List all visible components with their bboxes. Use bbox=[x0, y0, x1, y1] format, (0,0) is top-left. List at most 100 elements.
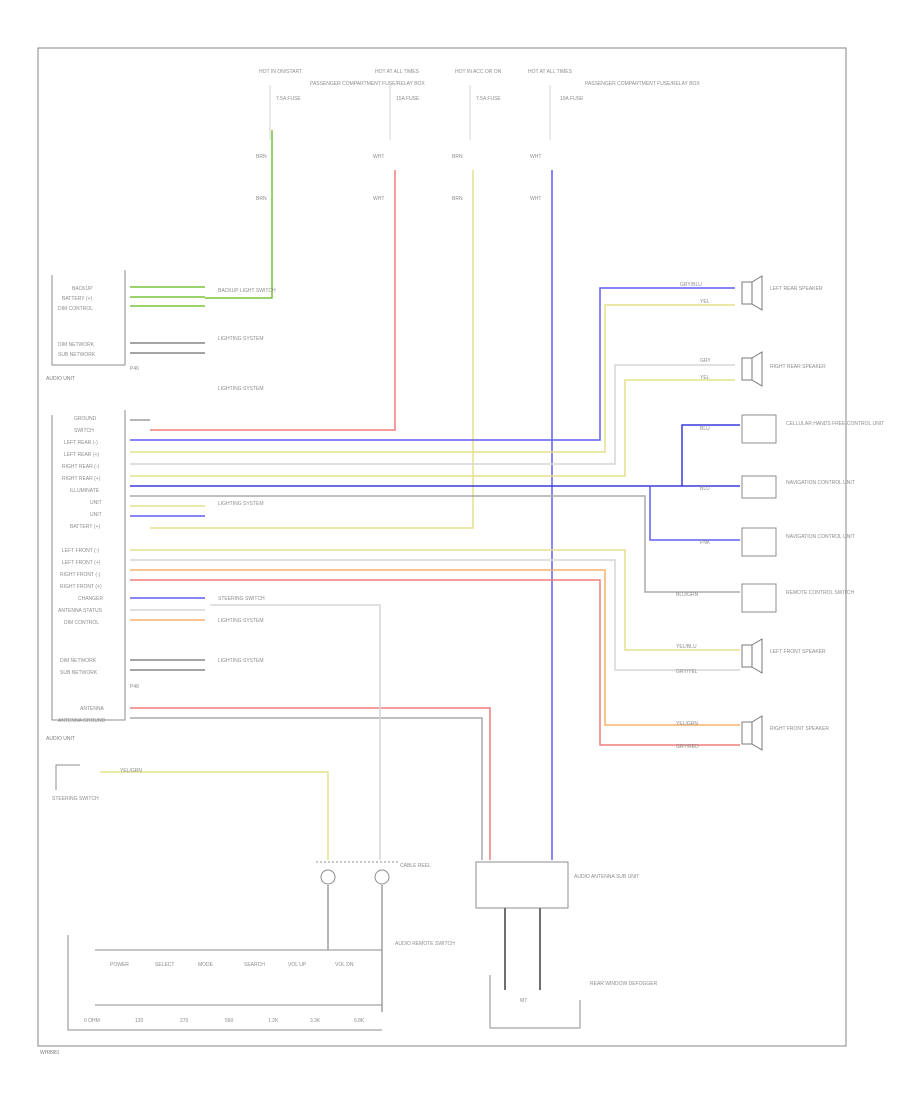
steering-label: STEERING SWITCH bbox=[52, 796, 99, 802]
fuse-1-fuse: 7.5A FUSE bbox=[276, 96, 301, 102]
upper-pin-3: DIM CONTROL bbox=[58, 306, 93, 312]
fuse-1-top: HOT IN ON/START bbox=[259, 69, 302, 75]
fuse-2-wire-a: WHT bbox=[373, 154, 384, 160]
upper-pin-5: SUB NETWORK bbox=[58, 352, 96, 358]
wire-red-battery bbox=[150, 170, 396, 431]
res-6: 3.3K bbox=[310, 1018, 321, 1024]
speaker-1-wire-b: YEL bbox=[700, 299, 710, 305]
fuse-4-wire-a: WHT bbox=[530, 154, 541, 160]
fuse-3-wire-b: BRN bbox=[452, 196, 463, 202]
audio-unit-upper: AUDIO UNIT BACKUP BATTERY (+) DIM CONTRO… bbox=[46, 270, 276, 382]
lower-pin-19: SUB NETWORK bbox=[60, 670, 98, 676]
fuse-3-fuse: 7.5A FUSE bbox=[476, 96, 501, 102]
remote-switch-label: AUDIO REMOTE SWITCH bbox=[395, 941, 455, 947]
res-5: 1.2K bbox=[268, 1018, 279, 1024]
res-1: 0 OHM bbox=[84, 1018, 100, 1024]
fuse-4-note: PASSENGER COMPARTMENT FUSE/RELAY BOX bbox=[585, 81, 700, 87]
lower-pin-15: CHANGER bbox=[78, 596, 103, 602]
lower-pin-7: ILLUMINATE bbox=[70, 488, 100, 494]
antenna-label: AUDIO ANTENNA SUB UNIT bbox=[574, 874, 639, 880]
audio-unit-lower-name: AUDIO UNIT bbox=[46, 736, 75, 742]
btn-3: MODE bbox=[198, 962, 214, 968]
speaker-2-label: RIGHT REAR SPEAKER bbox=[770, 364, 826, 370]
module-1-wire: BLU bbox=[700, 426, 710, 432]
fuse-4-fuse: 10A FUSE bbox=[560, 96, 584, 102]
upper-pin-2: BATTERY (+) bbox=[62, 296, 92, 302]
module-2-wire: BLU bbox=[700, 486, 710, 492]
lower-note-3: STEERING SWITCH bbox=[218, 596, 265, 602]
fuse-group-4: HOT AT ALL TIMES 10A FUSE PASSENGER COMP… bbox=[528, 69, 700, 202]
lower-pin-2: SWITCH bbox=[74, 428, 94, 434]
res-2: 120 bbox=[135, 1018, 144, 1024]
module-cellular: CELLULAR HANDS FREE CONTROL UNIT BLU bbox=[700, 414, 884, 444]
footer-code: WH8981 bbox=[40, 1050, 60, 1056]
lower-pin-18: DIM NETWORK bbox=[60, 658, 97, 664]
lower-footer: P48 bbox=[130, 684, 139, 690]
lower-pin-3: LEFT REAR (-) bbox=[64, 440, 98, 446]
audio-unit-upper-name: AUDIO UNIT bbox=[46, 376, 75, 382]
speaker-left-front: LEFT FRONT SPEAKER YEL/BLU GRY/YEL bbox=[676, 638, 826, 675]
lower-pin-8: UNIT bbox=[90, 500, 102, 506]
btn-2: SELECT bbox=[155, 962, 174, 968]
speaker-right-front: RIGHT FRONT SPEAKER YEL/GRN GRY/RED bbox=[676, 715, 829, 751]
btn-4: SEARCH bbox=[244, 962, 265, 968]
antenna-bottom-label: REAR WINDOW DEFOGGER bbox=[590, 981, 658, 987]
antenna-sub-unit: AUDIO ANTENNA SUB UNIT M7 REAR WINDOW DE… bbox=[475, 861, 658, 1029]
lower-pin-17: DIM CONTROL bbox=[64, 620, 99, 626]
btn-6: VOL DN bbox=[335, 962, 354, 968]
upper-note-2: LIGHTING SYSTEM bbox=[218, 336, 264, 342]
speaker-4-wire-b: GRY/RED bbox=[676, 744, 699, 750]
fuse-group-3: HOT IN ACC OR ON 7.5A FUSE BRN BRN bbox=[452, 69, 502, 202]
module-nav-2: NAVIGATION CONTROL UNIT PNK bbox=[700, 527, 855, 557]
lower-note-5: LIGHTING SYSTEM bbox=[218, 658, 264, 664]
btn-5: VOL UP bbox=[288, 962, 307, 968]
fuse-2-wire-b: WHT bbox=[373, 196, 384, 202]
wire-yellow-acc bbox=[150, 170, 474, 529]
speaker-3-label: LEFT FRONT SPEAKER bbox=[770, 649, 826, 655]
audio-unit-lower: AUDIO UNIT GROUND SWITCH LEFT REAR (-) L… bbox=[46, 386, 265, 742]
speaker-1-label: LEFT REAR SPEAKER bbox=[770, 286, 823, 292]
diagram-frame bbox=[37, 47, 847, 1047]
steering-switch: STEERING SWITCH YEL/GRN CABLE REEL AUDIO… bbox=[52, 764, 455, 1031]
upper-pin-1: BACKUP bbox=[72, 286, 93, 292]
fuse-1-note: PASSENGER COMPARTMENT FUSE/RELAY BOX bbox=[310, 81, 425, 87]
speaker-2-wire-a: GRY bbox=[700, 358, 711, 364]
fuse-1-wire-b: BRN bbox=[256, 196, 267, 202]
res-3: 270 bbox=[180, 1018, 189, 1024]
module-nav-1: NAVIGATION CONTROL UNIT BLU bbox=[700, 475, 855, 499]
speaker-3-wire-b: GRY/YEL bbox=[676, 669, 698, 675]
module-remote-switch: REMOTE CONTROL SWITCH BLU/GRN bbox=[676, 583, 855, 613]
speaker-4-wire-a: YEL/GRN bbox=[676, 721, 698, 727]
res-7: 6.8K bbox=[354, 1018, 365, 1024]
upper-footer: P46 bbox=[130, 366, 139, 372]
steering-buttons: POWER SELECT MODE SEARCH VOL UP VOL DN bbox=[110, 962, 354, 968]
antenna-code: M7 bbox=[520, 998, 527, 1004]
lower-note-1: LIGHTING SYSTEM bbox=[218, 386, 264, 392]
lower-pin-21: ANTENNA GROUND bbox=[58, 718, 106, 724]
steering-wire: YEL/GRN bbox=[120, 768, 142, 774]
lower-note-2: LIGHTING SYSTEM bbox=[218, 501, 264, 507]
upper-pin-4: DIM NETWORK bbox=[58, 342, 95, 348]
btn-1: POWER bbox=[110, 962, 129, 968]
speaker-4-label: RIGHT FRONT SPEAKER bbox=[770, 726, 829, 732]
lower-pin-11: LEFT FRONT (-) bbox=[62, 548, 99, 554]
lower-pin-12: LEFT FRONT (+) bbox=[62, 560, 101, 566]
fuse-group-1: HOT IN ON/START 7.5A FUSE PASSENGER COMP… bbox=[256, 69, 425, 202]
speaker-1-wire-a: GRY/BLU bbox=[680, 282, 702, 288]
lower-pin-13: RIGHT FRONT (-) bbox=[60, 572, 101, 578]
steering-resistors: 0 OHM 120 270 560 1.2K 3.3K 6.8K bbox=[84, 1018, 365, 1024]
fuse-3-wire-a: BRN bbox=[452, 154, 463, 160]
lower-pin-6: RIGHT REAR (+) bbox=[62, 476, 101, 482]
lower-note-4: LIGHTING SYSTEM bbox=[218, 618, 264, 624]
module-4-label: REMOTE CONTROL SWITCH bbox=[786, 590, 855, 596]
lower-pin-10: BATTERY (+) bbox=[70, 524, 100, 530]
module-1-label: CELLULAR HANDS FREE CONTROL UNIT bbox=[786, 421, 884, 427]
lower-pin-1: GROUND bbox=[74, 416, 97, 422]
speaker-2-wire-b: YEL bbox=[700, 375, 710, 381]
lower-pin-5: RIGHT REAR (-) bbox=[62, 464, 99, 470]
speaker-left-rear: LEFT REAR SPEAKER GRY/BLU YEL bbox=[680, 275, 823, 311]
module-3-label: NAVIGATION CONTROL UNIT bbox=[786, 534, 855, 540]
lower-pin-9: UNIT bbox=[90, 512, 102, 518]
fuse-4-top: HOT AT ALL TIMES bbox=[528, 69, 573, 75]
